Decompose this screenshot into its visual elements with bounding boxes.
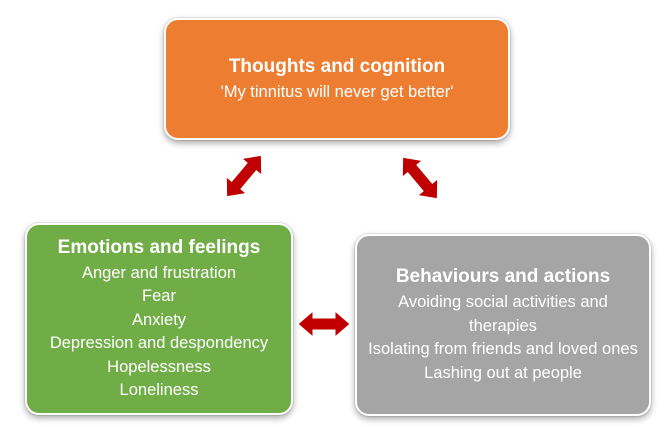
behaviours-title: Behaviours and actions bbox=[395, 266, 611, 287]
emotions-item: Anger and frustration bbox=[81, 263, 237, 282]
double-arrow-icon bbox=[225, 154, 263, 198]
behaviours-item: Lashing out at people bbox=[424, 363, 582, 382]
thoughts-box: Thoughts and cognition 'My tinnitus will… bbox=[164, 18, 510, 140]
emotions-item: Loneliness bbox=[119, 381, 199, 399]
behaviours-item: Avoiding social activities and therapies bbox=[398, 293, 608, 335]
thoughts-quote: 'My tinnitus will never get better' bbox=[220, 83, 454, 101]
emotions-item: Hopelessness bbox=[107, 357, 211, 376]
double-arrow-icon bbox=[401, 156, 439, 200]
double-arrow-icon bbox=[297, 309, 351, 339]
behaviours-box: Behaviours and actions Avoiding social a… bbox=[355, 234, 651, 416]
behaviours-item: Isolating from friends and loved ones bbox=[368, 340, 638, 358]
emotions-item: Fear bbox=[142, 287, 176, 305]
emotions-box: Emotions and feelings Anger and frustrat… bbox=[25, 223, 293, 415]
emotions-item: Depression and despondency bbox=[49, 334, 269, 352]
thoughts-title: Thoughts and cognition bbox=[228, 56, 446, 77]
emotions-title: Emotions and feelings bbox=[57, 236, 261, 258]
emotions-item: Anxiety bbox=[131, 310, 187, 329]
